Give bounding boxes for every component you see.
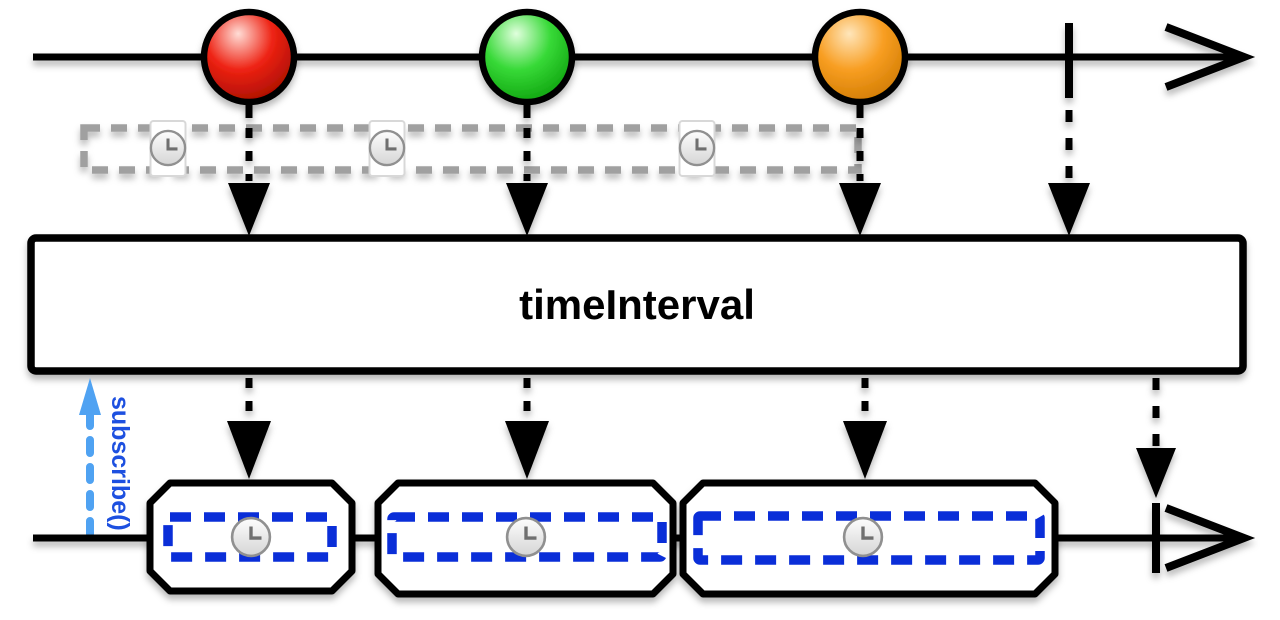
marble-green — [478, 8, 576, 106]
interval-highlight-2 — [387, 512, 667, 562]
source-marbles — [200, 8, 909, 106]
interval-band-outline — [80, 124, 862, 174]
interval-band-clocks — [149, 120, 716, 177]
arrowhead-down-icon — [227, 421, 271, 479]
arrowhead-down-icon — [1136, 448, 1176, 498]
arrowhead-up-icon — [79, 378, 101, 415]
output-items — [146, 479, 1059, 598]
interval-highlight-3 — [693, 511, 1045, 565]
operator-box-rect — [27, 234, 1247, 375]
clock-icon — [842, 516, 884, 558]
clock-icon — [368, 129, 406, 167]
operator-box: timeInterval — [27, 234, 1247, 375]
arrowhead-down-icon — [505, 421, 549, 479]
output-item-intervals — [163, 511, 1045, 565]
arrowhead-down-icon — [843, 421, 887, 479]
arrowhead-down-icon — [506, 183, 548, 236]
subscribe-arrow: subscribe() — [79, 378, 134, 538]
subscribe-label: subscribe() — [106, 396, 134, 531]
marble-orange — [811, 8, 909, 106]
operator-label: timeInterval — [519, 281, 755, 328]
clock-icon — [230, 516, 272, 558]
interval-band — [80, 124, 862, 174]
clock-icon — [505, 516, 547, 558]
emission-arrows-out — [227, 378, 1176, 498]
arrowhead-down-icon — [1048, 183, 1090, 236]
marble-red — [200, 8, 298, 106]
arrowhead-down-icon — [228, 183, 270, 236]
clock-icon — [678, 129, 716, 167]
clock-icon — [149, 129, 187, 167]
arrowhead-down-icon — [839, 183, 881, 236]
output-timeline-arrowhead-icon — [1164, 504, 1256, 572]
source-timeline-arrowhead-icon — [1164, 23, 1256, 91]
